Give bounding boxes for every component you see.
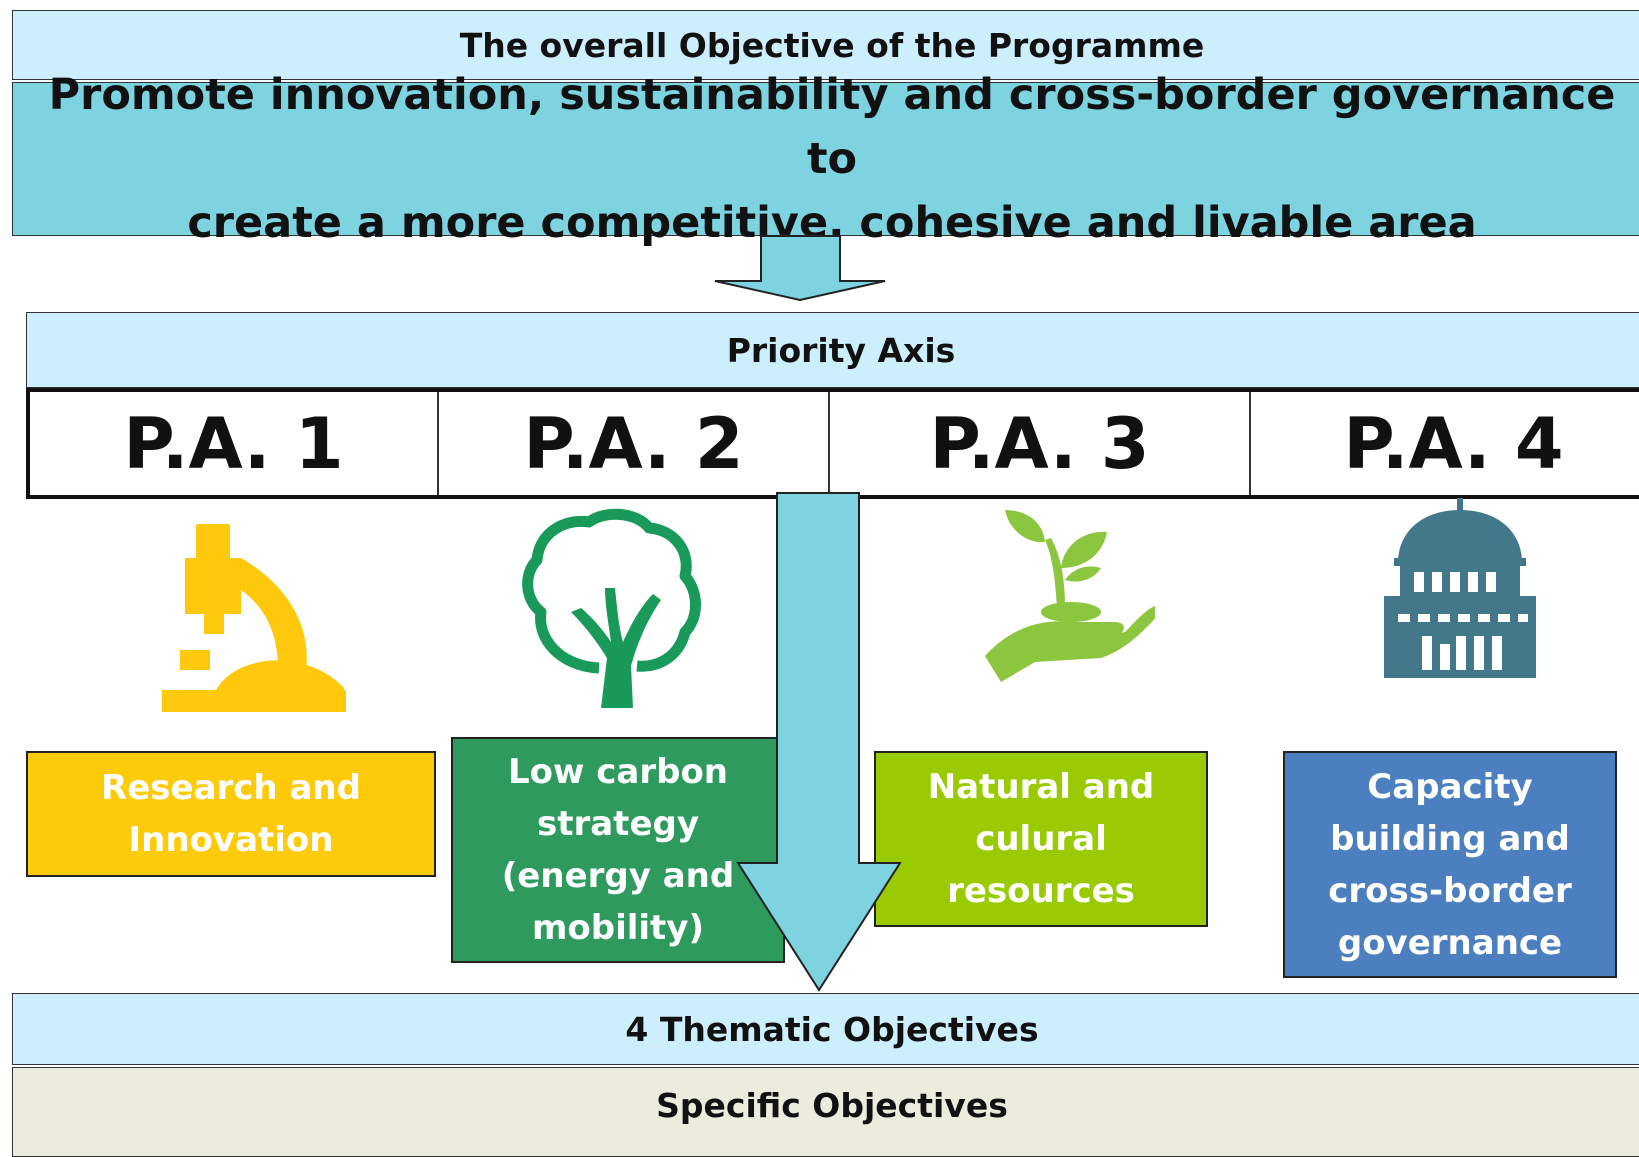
priority-axis-row: P.A. 1 P.A. 2 P.A. 3 P.A. 4 [26,388,1639,499]
pa-code-4: P.A. 4 [1343,402,1564,485]
pa-1-name-line: Research and [101,768,361,808]
pa-cell-2: P.A. 2 [439,392,831,495]
pa-code-2: P.A. 2 [523,402,744,485]
pa-3-name-box: Natural and culural resources [874,751,1208,927]
pa-2-name-line: Low carbon [507,752,729,792]
pa-code-1: P.A. 1 [123,402,344,485]
pa-1-name-box: Research and Innovation [26,751,436,877]
tree-icon [522,508,701,708]
plant-in-hand-icon [985,510,1155,682]
overall-objective-line-2: create a more competitive, cohesive and … [187,198,1477,248]
specific-objectives-text: Specific Objectives [656,1086,1008,1125]
priority-axis-header-text: Priority Axis [726,330,956,370]
pa-2-name-line: strategy [536,804,699,844]
programme-objective-header-text: The overall Objective of the Programme [459,25,1205,65]
pa-2-name-line: mobility) [531,908,705,948]
pa-3-name-line: Natural and [927,767,1155,807]
priority-axis-header: Priority Axis [26,312,1639,388]
overall-objective-line-1: Promote innovation, sustainability and c… [48,70,1616,184]
thematic-objectives-band: 4 Thematic Objectives [12,993,1639,1065]
pa-2-name-box: Low carbon strategy (energy and mobility… [451,737,785,963]
pa-4-name-line: building and [1330,818,1570,859]
pa-1-name-line: Innovation [128,820,334,860]
specific-objectives-band: Specific Objectives [12,1067,1639,1157]
pa-cell-1: P.A. 1 [30,392,439,495]
overall-objective-box: Promote innovation, sustainability and c… [12,70,1639,248]
microscope-icon [162,524,346,712]
pa-3-name-line: culural [975,819,1107,859]
pa-4-name-line: Capacity [1367,766,1533,807]
programme-objective-header: The overall Objective of the Programme [12,10,1639,80]
government-building-icon [1384,498,1536,678]
pa-code-3: P.A. 3 [929,402,1150,485]
pa-cell-4: P.A. 4 [1251,392,1639,495]
pa-3-name-line: resources [947,871,1135,911]
pa-2-name-line: (energy and [501,856,735,896]
thematic-objectives-text: 4 Thematic Objectives [625,1009,1039,1049]
pa-4-name-box: Capacity building and cross-border gover… [1283,751,1617,978]
pa-4-name-line: cross-border [1328,870,1572,911]
pa-4-name-line: governance [1337,922,1563,963]
pa-cell-3: P.A. 3 [830,392,1252,495]
